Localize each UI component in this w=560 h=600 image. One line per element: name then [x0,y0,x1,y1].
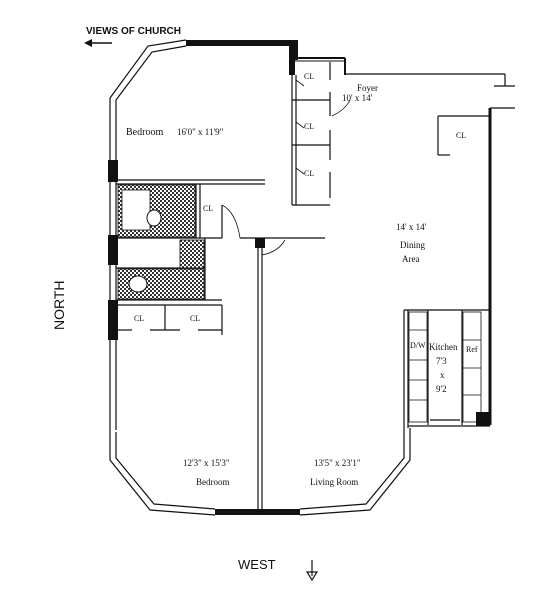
bathroom-2 [117,239,205,300]
living-name: Living Room [310,477,358,487]
kitchen-counters [408,311,482,423]
closet-label: CL [304,72,314,81]
kitchen-x: x [440,370,445,380]
living-size: 13'5" x 23'1" [314,458,361,468]
closet-label: CL [190,314,200,323]
west-label: WEST [238,557,276,572]
views-label: VIEWS OF CHURCH [86,26,181,37]
arrow-down-icon [305,560,319,582]
wall-solids [108,40,490,426]
dining-name-2: Area [402,254,420,264]
closet-label: CL [304,169,314,178]
closet-label: CL [134,314,144,323]
dw-label: D/W [410,341,426,350]
closet-label: CL [456,131,466,140]
door-swings [221,79,351,256]
kitchen-name: Kitchen [429,342,458,352]
north-label: NORTH [51,280,67,330]
arrow-left-icon [84,39,112,47]
dining-name-1: Dining [400,240,426,250]
bedroom1-name: Bedroom [126,127,163,138]
bedroom1-size: 16'0" x 11'9" [177,127,224,137]
dining-size: 14' x 14' [396,222,427,232]
interior-walls [116,62,490,512]
closet-label: CL [304,122,314,131]
bedroom2-size: 12'3" x 15'3" [183,458,230,468]
kitchen-dim2: 9'2 [436,384,447,394]
foyer-size: 10' x 14' [342,93,373,103]
bedroom2-name: Bedroom [196,477,230,487]
foyer-name: Foyer [357,83,378,93]
bathroom-1 [117,184,196,238]
closet-label: CL [203,204,213,213]
ref-label: Ref [466,345,478,354]
kitchen-dim1: 7'3 [436,356,447,366]
